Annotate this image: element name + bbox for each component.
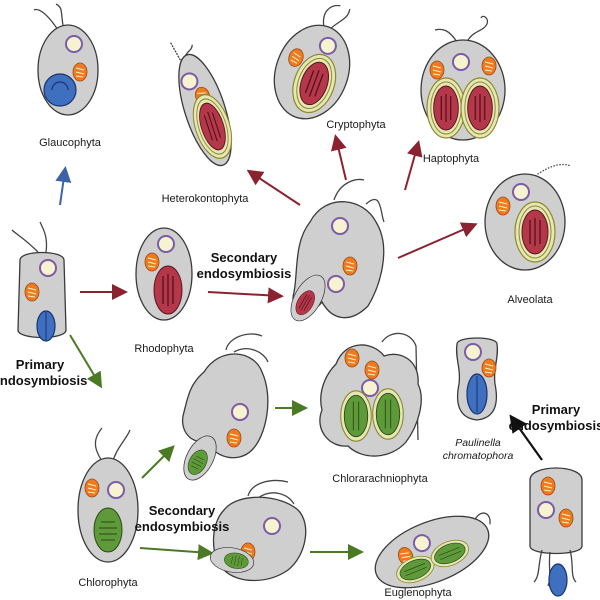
label-heterokontophyta: Heterokontophyta — [162, 193, 250, 205]
arrow-primary-right — [509, 414, 543, 461]
paulinella-cell — [455, 337, 499, 421]
label-alveolata: Alveolata — [507, 294, 553, 306]
label-euglenophyta: Euglenophyta — [384, 587, 452, 599]
arrow-to-haptophyta — [404, 140, 423, 191]
arrow-green-up — [141, 445, 175, 479]
event-primary-right-line2: endosymbiosis — [509, 418, 600, 433]
arrow-red-secondary — [207, 287, 284, 304]
event-primary-left-line2: endosymbiosis — [0, 373, 87, 388]
label-haptophyta: Haptophyta — [423, 153, 480, 165]
secondary-green-host-cell-upper — [181, 333, 269, 481]
secondary-red-host-cell — [290, 178, 385, 322]
arrow-to-glaucophyta — [55, 166, 72, 206]
secondary-green-host-cell-lower — [209, 479, 307, 582]
event-secondary-red-line2: endosymbiosis — [197, 266, 292, 281]
arrow-to-alveolata — [397, 222, 478, 259]
arrows — [55, 134, 543, 561]
arrow-to-cryptophyta — [330, 134, 347, 181]
label-paulinella-line2: chromatophora — [443, 450, 514, 462]
event-secondary-red-line1: Secondary — [211, 250, 278, 265]
arrow-to-chlorophyta-branch — [69, 334, 103, 389]
rhodophyta-cell — [135, 227, 193, 321]
heterokontophyta-cell — [169, 42, 240, 167]
label-paulinella-line1: Paulinella — [455, 437, 501, 449]
label-chlorophyta: Chlorophyta — [78, 577, 138, 589]
primary-ancestor-cell — [11, 221, 67, 342]
euglenophyta-cell — [374, 512, 491, 589]
event-secondary-green-line1: Secondary — [149, 503, 216, 518]
paulinella-ancestor-cell — [529, 467, 583, 597]
chlorarachniophyta-cell — [319, 332, 422, 457]
glaucophyta-cell — [33, 3, 99, 116]
arrow-to-heterokontophyta — [246, 169, 301, 206]
haptophyta-cell — [420, 15, 506, 141]
arrow-green-secondary — [139, 544, 214, 561]
event-secondary-green-line2: endosymbiosis — [135, 519, 230, 534]
alveolata-cell — [484, 163, 572, 271]
chlorophyta-cell — [77, 427, 139, 563]
label-rhodophyta: Rhodophyta — [134, 343, 194, 355]
event-primary-right-line1: Primary — [532, 402, 581, 417]
cryptophyta-cell — [273, 4, 351, 120]
label-chlorarachniophyta: Chlorarachniophyta — [332, 473, 428, 485]
label-cryptophyta: Cryptophyta — [326, 119, 386, 131]
event-primary-left-line1: Primary — [16, 357, 65, 372]
label-glaucophyta: Glaucophyta — [39, 137, 102, 149]
